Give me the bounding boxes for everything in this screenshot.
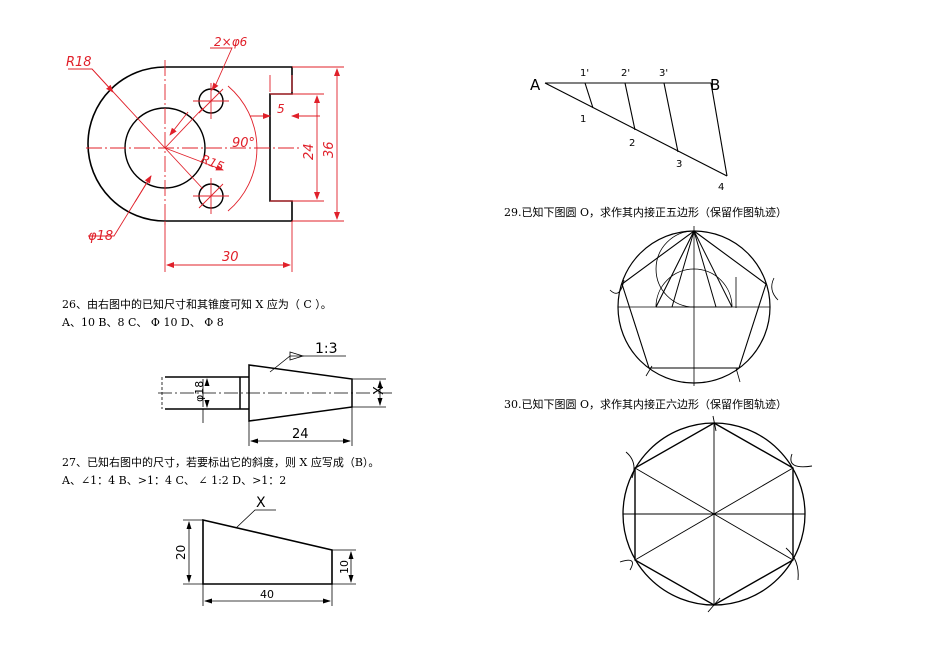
taper-diameter: φ18 [193, 381, 206, 402]
dim-5: 5 [277, 102, 285, 116]
taper-drawing: 1:3 φ18 X 24 [158, 341, 392, 446]
dim-r15: R15 [199, 152, 226, 174]
dim-holes: 2×φ6 [214, 35, 248, 49]
slope-height-10: 10 [338, 560, 351, 574]
pentagon-construction [609, 226, 779, 386]
slope-x: X [256, 495, 266, 511]
pentagon-star-lines [655, 230, 733, 308]
division-lines [544, 82, 728, 177]
hexagon-construction-lines [619, 415, 813, 613]
slope-length-40: 40 [260, 588, 274, 601]
question-30-prompt: 30.已知下图圆 O，求作其内接正六边形（保留作图轨迹） [504, 398, 788, 411]
dim-36: 36 [322, 141, 337, 158]
point-2-prime: 2' [621, 68, 630, 79]
question-26-prompt: 26、由右图中的已知尺寸和其锥度可知 X 应为（ C ）。 [62, 298, 332, 311]
point-1-prime: 1' [580, 68, 589, 79]
dim-30: 30 [222, 250, 239, 265]
inscribed-pentagon [621, 230, 767, 369]
point-2: 2 [629, 138, 635, 149]
dim-r18: R18 [66, 55, 92, 70]
dim-24: 24 [302, 143, 317, 160]
taper-length: 24 [292, 427, 309, 442]
slope-drawing: X 20 10 40 [174, 495, 356, 606]
taper-thin-lines [158, 351, 392, 446]
point-1: 1 [580, 114, 586, 125]
point-3: 3 [676, 159, 682, 170]
line-division-drawing: A B 1' 2' 3' 1 2 3 4 [530, 68, 728, 193]
hexagon-construction [619, 415, 813, 613]
question-26-options: A、10 B、8 C、 Φ 10 D、 Φ 8 [62, 316, 224, 329]
point-b: B [710, 76, 720, 94]
point-a: A [530, 76, 541, 94]
dim-angle: 90° [232, 136, 255, 151]
slope-height-20: 20 [174, 545, 188, 560]
point-4: 4 [718, 182, 724, 193]
question-29-prompt: 29.已知下图圆 O，求作其内接正五边形（保留作图轨迹） [504, 206, 788, 219]
part-centerlines [86, 60, 300, 228]
part-outline [87, 66, 293, 222]
part-drawing: R18 2×φ6 90° R15 φ18 5 24 36 30 [66, 35, 344, 272]
question-27-options: A、∠1：4 B、>1：4 C、 ∠ 1:2 D、>1：2 [62, 474, 287, 487]
taper-ratio: 1:3 [315, 341, 338, 357]
point-3-prime: 3' [659, 68, 668, 79]
slope-dimension-lines [183, 509, 356, 606]
question-27-prompt: 27、已知右图中的尺寸，若要标出它的斜度，则 X 应写成（B）。 [62, 456, 380, 469]
slope-outline [202, 518, 333, 585]
dim-phi18: φ18 [88, 229, 113, 244]
taper-x: X [372, 386, 387, 395]
pentagon-construction-lines [609, 226, 779, 386]
part-dimension-lines [68, 47, 344, 272]
